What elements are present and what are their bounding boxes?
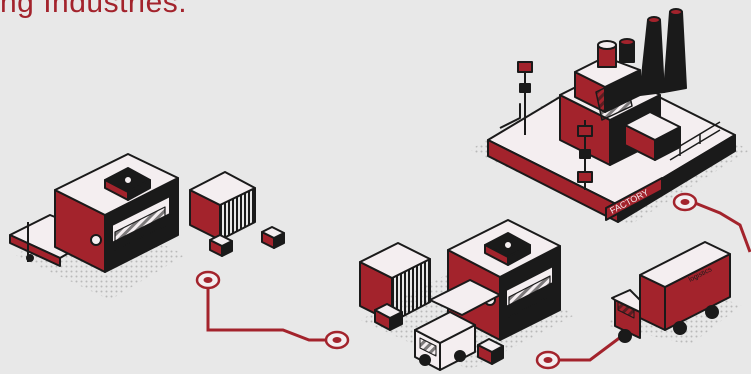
delivery-truck-icon <box>605 241 742 345</box>
warehouse-icon <box>9 153 185 300</box>
route-line-icon <box>548 328 631 362</box>
factory-icon <box>470 8 750 225</box>
route-node-icon <box>672 192 698 212</box>
route-node-icon <box>195 270 221 290</box>
page-heading: ng Industries. <box>0 0 188 19</box>
route-line-icon <box>694 201 751 253</box>
shipping-container-icon <box>359 242 504 365</box>
delivery-van-icon <box>414 311 476 371</box>
route-node-icon <box>535 350 561 370</box>
route-line-icon <box>206 280 331 342</box>
route-node-icon <box>324 330 350 350</box>
shipping-container-icon <box>189 171 285 257</box>
